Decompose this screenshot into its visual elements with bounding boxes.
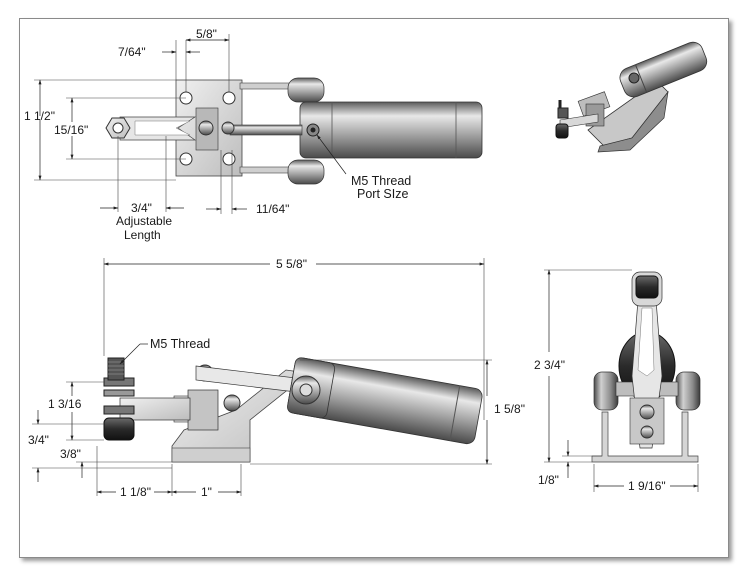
piston-rod [229,124,303,136]
dim-1-3-16: 1 3/16 [48,397,82,411]
side-view: 5 5/8" M5 Thread 1 3/16 3/4" 3/8" 1 5/8" [28,257,525,499]
top-view: 7/64" 5/8" 1 1/2" 15/16" 3/4" Adjustable… [24,27,483,242]
dim-3-8: 3/8" [60,447,81,461]
port-size-label: Port SIze [357,187,408,201]
pivot-roller [287,159,325,185]
side-base [171,369,301,463]
dim-1: 1" [201,485,212,499]
dim-1-9-16: 1 9/16" [628,479,666,493]
mounting-hole [222,91,236,105]
port-thread-label: M5 Thread [351,174,411,188]
end-view: 2 3/4" 1/8" 1 9/16" [534,269,701,493]
mounting-hole [222,152,236,166]
dim-15-16: 15/16" [54,123,88,137]
m5-thread-label: M5 Thread [150,337,210,351]
dim-1-1-8: 1 1/8" [120,485,151,499]
dim-1-1-2: 1 1/2" [24,109,55,123]
isometric-view [555,41,708,153]
dim-3-4-side: 3/4" [28,433,49,447]
dim-5-5-8: 5 5/8" [276,257,307,271]
dim-11-64: 11/64" [256,202,289,216]
dim-3-4-top: 3/4" [131,201,152,215]
dim-2-3-4: 2 3/4" [534,358,565,372]
dim-1-8: 1/8" [538,473,559,487]
dim-1-5-8: 1 5/8" [494,402,525,416]
dim-7-64: 7/64" [118,45,146,59]
length-label: Length [124,228,161,242]
pivot-roller [287,77,325,103]
dim-5-8: 5/8" [196,27,217,41]
rubber-tip [103,417,135,441]
air-cylinder [299,101,483,159]
adjustable-label: Adjustable [116,214,172,228]
